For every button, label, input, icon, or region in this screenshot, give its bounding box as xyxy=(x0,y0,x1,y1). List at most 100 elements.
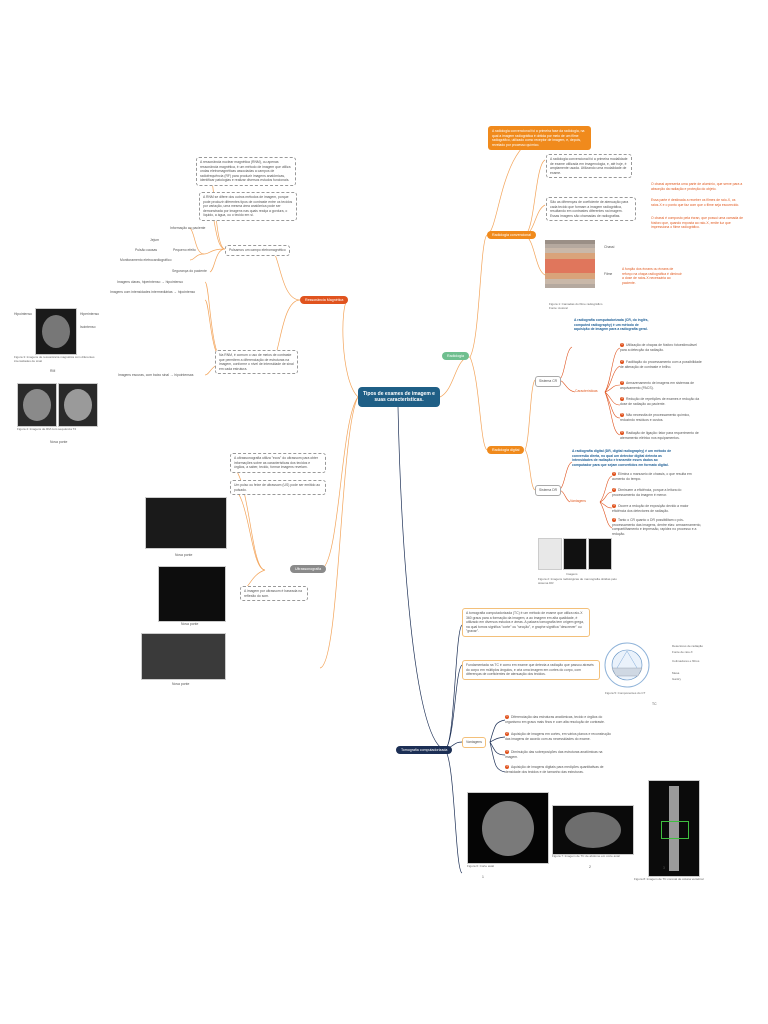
figure-7-caption: Figura 7: Imagem de TC de abdome em cort… xyxy=(552,854,620,858)
rnm-contraste: Na RNM, é comum o uso de meios de contra… xyxy=(215,350,298,375)
central-topic[interactable]: Tipos de exames de imagem e suas caracte… xyxy=(358,387,440,407)
tc-intro: A tomografia computadorizada (TC) é um m… xyxy=(462,608,590,637)
abdomen-shape xyxy=(565,812,621,848)
ct-spine-image xyxy=(648,780,700,877)
brain-shape xyxy=(23,389,51,421)
tc-number-3: 3 xyxy=(663,866,665,870)
sistema-cr-node[interactable]: Sistema CR xyxy=(535,376,562,387)
cr-item-6-text: Radiação de ligação: fator para requerim… xyxy=(620,431,699,440)
cr-item-2-text: Facilitação do processamento com a possi… xyxy=(620,360,702,369)
film-layers-figure xyxy=(545,240,595,302)
dr-definition: A radiografia digital (DR, digital radio… xyxy=(572,449,672,467)
brain-shape xyxy=(64,389,92,421)
rnm-campo[interactable]: Pulsamos um campo eletromagnético xyxy=(225,245,290,256)
branch-ressonancia[interactable]: Ressonância Magnética xyxy=(300,296,349,304)
number-2-icon: 2 xyxy=(620,360,624,365)
tc-principio: Fundamentada na TC é como em exame que d… xyxy=(462,660,600,680)
number-4-icon: 4 xyxy=(620,397,624,402)
cr-definition: A radiografia computadorizada (CR, do in… xyxy=(574,318,649,332)
radiologia-convencional-intro: A radiologia convencional foi a primeira… xyxy=(488,126,591,151)
dr-item-2-text: Diminuem a eficiência, porque a leitura … xyxy=(612,488,682,497)
ct-label-detectores: Detectores de radiação xyxy=(672,644,704,648)
us-image-3 xyxy=(141,633,226,680)
tc-number-1: 1 xyxy=(482,875,484,879)
sistema-dr-node[interactable]: Sistema DR xyxy=(535,485,562,496)
cr-item-1-text: Utilização de chapas de fósforo fotoesti… xyxy=(620,343,697,352)
number-3-icon: 3 xyxy=(505,750,509,755)
layer-emulsao-2 xyxy=(545,273,595,279)
us-text1: A ultrassonografia utiliza "ecos" do ult… xyxy=(230,453,326,473)
mri-label-iso: Isointenso xyxy=(80,325,96,329)
branch-radiologia-digital[interactable]: Radiologia digital xyxy=(487,446,525,454)
rnm-opcao-jejum: Jejum xyxy=(150,238,160,242)
chassi-label: Chassi xyxy=(604,245,615,249)
figure-1-source: Fonte: Autoral xyxy=(549,306,568,310)
tc-item-4-text: Aquisição de imagens digitais para mediç… xyxy=(505,765,604,774)
branch-radiologia-convencional[interactable]: Radiologia convencional xyxy=(487,231,536,239)
rnm-t2: Imagens com intensidades intermediárias … xyxy=(110,290,196,294)
mri-label-hiper: Hiperintenso xyxy=(80,312,100,316)
us-text2: Um pulso ou feixe de ultrassom (US) pode… xyxy=(230,480,326,496)
dr-vantagens: Vantagens xyxy=(570,499,586,503)
layer-aluminio xyxy=(545,240,595,244)
number-3-icon: 3 xyxy=(612,504,616,509)
cr-item-4-text: Redução de repetições de exames e reduçã… xyxy=(620,397,700,406)
ct-abdomen-image xyxy=(552,805,634,855)
branch-radiologia[interactable]: Radiologia xyxy=(442,352,469,360)
us-caption-1: Nova ponte xyxy=(175,553,193,557)
tc-label: TC xyxy=(652,702,657,706)
figure-5-caption: Figura 5: Componentes do CT xyxy=(605,691,646,695)
rnm-opcao-monitoramento: Monitoramento eletrocardiográfico xyxy=(120,258,172,262)
dr-item-3-text: Ocorre a redução de exposição devido a m… xyxy=(612,504,689,513)
us-text3: A imagem por ultrassom é baseada na refl… xyxy=(240,586,308,602)
number-1-icon: 1 xyxy=(620,343,624,348)
number-2-icon: 2 xyxy=(612,488,616,493)
layer-protecao-2 xyxy=(545,284,595,288)
cr-item-5-text: Não necessita de processamento químico, … xyxy=(620,413,691,422)
mri-image-2 xyxy=(17,383,57,427)
number-4-icon: 4 xyxy=(612,518,616,523)
mri-image-1 xyxy=(35,308,77,355)
number-1-icon: 1 xyxy=(612,472,616,477)
figure-6-caption: Figura 6: Corte axial xyxy=(467,864,495,868)
filme-label: Filme xyxy=(604,272,613,276)
branch-tomografia[interactable]: Tomografia computadorizada xyxy=(396,746,453,754)
number-6-icon: 6 xyxy=(620,431,624,436)
layer-protecao xyxy=(545,244,595,248)
rnm-intro: A ressonância nuclear magnética (RNM), o… xyxy=(196,157,296,186)
ct-gantry-diagram xyxy=(604,642,650,688)
mri-label-hipo: Hipointenso xyxy=(14,312,32,316)
tc-vantagens[interactable]: Vantagens xyxy=(462,737,486,748)
imagens-label: Imagens xyxy=(566,572,578,576)
rnm-pequeno-efeito: Pequeno efeito xyxy=(173,248,196,252)
rnm-seguranca: Segurança do paciente xyxy=(172,269,207,273)
brain-shape xyxy=(42,315,70,348)
mammo-image-2 xyxy=(563,538,587,570)
chassi-filme-note: Essa parte é destinada a receber os film… xyxy=(651,198,740,207)
branch-ultrassonografia[interactable]: Ultrassonografia xyxy=(290,565,327,573)
number-1-icon: 1 xyxy=(505,715,509,720)
number-3-icon: 3 xyxy=(620,381,624,386)
number-2-icon: 2 xyxy=(505,732,509,737)
mri-rm-label: RM xyxy=(50,369,56,373)
figure-4-caption: Figura 4: Imagens de RM com sequência T2 xyxy=(17,427,77,431)
figure-3-caption: Figura 3: Imagens de ressonância magnéti… xyxy=(14,355,95,363)
tc-item-1-text: Diferenciação das estruturas anatômicas,… xyxy=(505,715,605,724)
ct-label-colimadores: Colimadores e filtros xyxy=(672,659,700,663)
figure-1-caption: Figura 1: Camadas do filme radiográfico xyxy=(549,302,603,306)
skull-shape xyxy=(482,801,534,856)
spine-shape xyxy=(669,786,679,871)
